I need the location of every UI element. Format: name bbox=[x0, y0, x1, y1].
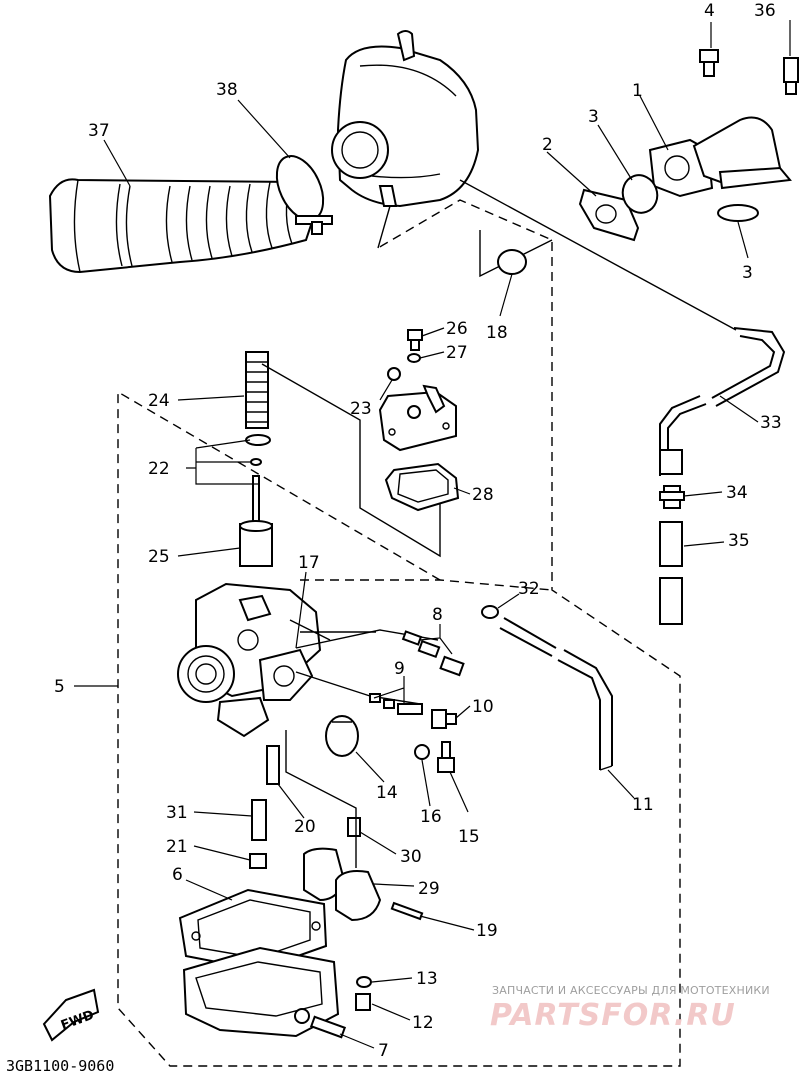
callout-34: 34 bbox=[726, 483, 748, 503]
float-pin bbox=[390, 901, 424, 921]
screw-washer bbox=[407, 353, 421, 363]
watermark-brand: PARTSFOR.RU bbox=[490, 998, 736, 1033]
hose-clamp bbox=[275, 155, 333, 235]
drain-tube bbox=[659, 521, 683, 625]
bowl-washer bbox=[356, 976, 372, 988]
air-filter-case bbox=[331, 30, 480, 208]
forward-direction-arrow bbox=[42, 988, 100, 1042]
callout-10: 10 bbox=[472, 697, 494, 717]
callout-15: 15 bbox=[458, 827, 480, 847]
o-ring-top bbox=[621, 174, 659, 214]
callout-9: 9 bbox=[394, 659, 405, 679]
carburetor-top-cover bbox=[378, 384, 457, 452]
vent-hose bbox=[659, 327, 786, 476]
callout-24: 24 bbox=[148, 391, 170, 411]
callout-8: 8 bbox=[432, 605, 443, 625]
callout-16: 16 bbox=[420, 807, 442, 827]
flange-gasket bbox=[497, 249, 527, 275]
callout-25: 25 bbox=[148, 547, 170, 567]
callout-2: 2 bbox=[542, 135, 553, 155]
callout-38: 38 bbox=[216, 80, 238, 100]
callout-6: 6 bbox=[172, 865, 183, 885]
float bbox=[303, 847, 382, 922]
throttle-slide bbox=[239, 520, 273, 567]
leader-lines bbox=[74, 20, 791, 1049]
air-intake-hose bbox=[48, 178, 318, 274]
manifold-bolt-left bbox=[699, 49, 719, 77]
assembly-boundary bbox=[117, 199, 681, 1067]
throttle-stop-screw bbox=[401, 630, 465, 677]
drain-bolt bbox=[431, 709, 457, 729]
callout-3-top: 3 bbox=[588, 107, 599, 127]
diagram-code: 3GB1100-9060 bbox=[6, 1057, 115, 1075]
bowl-drain-screw bbox=[309, 1015, 347, 1039]
callout-37: 37 bbox=[88, 121, 110, 141]
carburetor-body bbox=[177, 582, 376, 738]
callout-23: 23 bbox=[350, 399, 372, 419]
callout-5: 5 bbox=[54, 677, 65, 697]
callout-4: 4 bbox=[704, 1, 715, 21]
starter-plunger-cap bbox=[325, 715, 359, 757]
mounting-screw bbox=[437, 741, 455, 773]
cover-nut bbox=[387, 367, 401, 381]
gasket-outline bbox=[479, 230, 553, 278]
callout-19: 19 bbox=[476, 921, 498, 941]
bowl-screw bbox=[355, 993, 371, 1011]
callout-32: 32 bbox=[518, 579, 540, 599]
callout-18: 18 bbox=[486, 323, 508, 343]
callout-29: 29 bbox=[418, 879, 440, 899]
callout-21: 21 bbox=[166, 837, 188, 857]
boundary-lead bbox=[377, 205, 391, 249]
main-jet bbox=[249, 853, 267, 869]
needle-jet bbox=[266, 745, 280, 785]
callout-36: 36 bbox=[754, 1, 776, 21]
intake-manifold bbox=[648, 116, 792, 198]
callout-1: 1 bbox=[632, 81, 643, 101]
throttle-spring bbox=[245, 351, 269, 429]
jet-alignment-line bbox=[285, 730, 357, 868]
cover-gasket bbox=[384, 462, 460, 512]
watermark-tagline: ЗАПЧАСТИ И АКСЕССУАРЫ ДЛЯ МОТОТЕХНИКИ bbox=[492, 984, 770, 997]
callout-35: 35 bbox=[728, 531, 750, 551]
callout-22: 22 bbox=[148, 459, 170, 479]
hose-fitting bbox=[659, 485, 685, 509]
spring-alignment-line bbox=[261, 363, 441, 558]
callout-13: 13 bbox=[416, 969, 438, 989]
callout-17: 17 bbox=[298, 553, 320, 573]
callout-3-bottom: 3 bbox=[742, 263, 753, 283]
assembly-boundary-inner bbox=[300, 579, 553, 591]
callout-28: 28 bbox=[472, 485, 494, 505]
callout-33: 33 bbox=[760, 413, 782, 433]
float-bowl-gasket bbox=[178, 888, 328, 972]
spring-washer bbox=[414, 744, 430, 760]
manifold-bolt-right bbox=[783, 57, 799, 95]
callout-12: 12 bbox=[412, 1013, 434, 1033]
callout-14: 14 bbox=[376, 783, 398, 803]
callout-27: 27 bbox=[446, 343, 468, 363]
hose-routing-line bbox=[459, 179, 737, 331]
pilot-air-screw bbox=[369, 693, 423, 715]
cover-screw bbox=[407, 329, 423, 351]
callout-11: 11 bbox=[632, 795, 654, 815]
pilot-jet bbox=[347, 817, 361, 837]
callout-31: 31 bbox=[166, 803, 188, 823]
hose-clip bbox=[481, 605, 499, 619]
overflow-hose bbox=[499, 617, 613, 771]
main-jet-holder bbox=[251, 799, 267, 841]
callout-20: 20 bbox=[294, 817, 316, 837]
o-ring-lower bbox=[717, 204, 759, 222]
callout-7: 7 bbox=[378, 1041, 389, 1061]
callout-30: 30 bbox=[400, 847, 422, 867]
callout-26: 26 bbox=[446, 319, 468, 339]
